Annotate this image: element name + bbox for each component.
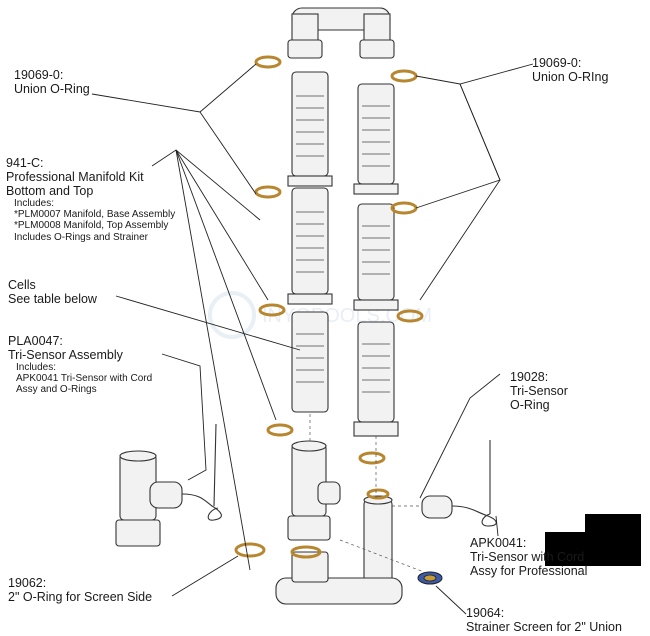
right-cell-middle bbox=[357, 203, 395, 301]
label-apk0041: APK0041: Tri-Sensor with Cord Assy for P… bbox=[470, 536, 588, 578]
union-oring-left-bottom bbox=[266, 423, 294, 437]
left-cell-lower bbox=[291, 311, 329, 413]
union-oring-left-mid bbox=[254, 185, 282, 199]
right-cell-stack bbox=[353, 83, 399, 437]
right-cell-lower bbox=[357, 321, 395, 423]
left-cell-middle bbox=[291, 187, 329, 295]
union-oring-right-mid bbox=[390, 201, 418, 215]
o-rings bbox=[234, 55, 424, 559]
manifold-strainer-ring bbox=[290, 545, 322, 559]
label-tri-sensor-oring: 19028: Tri-Sensor O-Ring bbox=[510, 370, 568, 412]
label-manifold-kit: 941-C: Professional Manifold Kit Bottom … bbox=[6, 156, 176, 243]
tri-sensor-assembly-drawing bbox=[115, 423, 222, 547]
label-strainer-screen: 19064: Strainer Screen for 2" Union bbox=[466, 606, 622, 634]
union-oring-right-low bbox=[396, 309, 424, 323]
top-u-bend bbox=[287, 7, 395, 59]
base-manifold-drawing bbox=[275, 440, 403, 605]
union-oring-left-top bbox=[254, 55, 282, 69]
left-cell-upper bbox=[291, 71, 329, 177]
strainer-screen-drawing bbox=[417, 571, 443, 585]
right-cell-upper bbox=[357, 83, 395, 185]
leader-lines bbox=[91, 63, 534, 615]
union-oring-left-low bbox=[258, 303, 286, 317]
label-screen-oring: 19062: 2" O-Ring for Screen Side bbox=[8, 576, 153, 604]
label-union-oring-left: 19069-0: Union O-Ring bbox=[14, 68, 90, 96]
union-oring-right-bottom bbox=[358, 451, 386, 465]
tri-sensor-cord-drawing bbox=[421, 440, 497, 527]
label-cells: Cells See table below bbox=[8, 278, 97, 306]
tri-sensor-oring bbox=[366, 488, 390, 500]
left-cell-stack bbox=[287, 71, 333, 413]
screen-side-oring bbox=[234, 542, 266, 558]
assembly-guide-lines bbox=[309, 414, 425, 573]
label-tri-sensor-assembly: PLA0047: Tri-Sensor Assembly Includes: A… bbox=[8, 334, 153, 396]
label-union-oring-right: 19069-0: Union O-RIng bbox=[532, 56, 609, 84]
watermark-text: INYOPOOLS.COM bbox=[262, 305, 432, 327]
union-oring-right-top bbox=[390, 69, 418, 83]
